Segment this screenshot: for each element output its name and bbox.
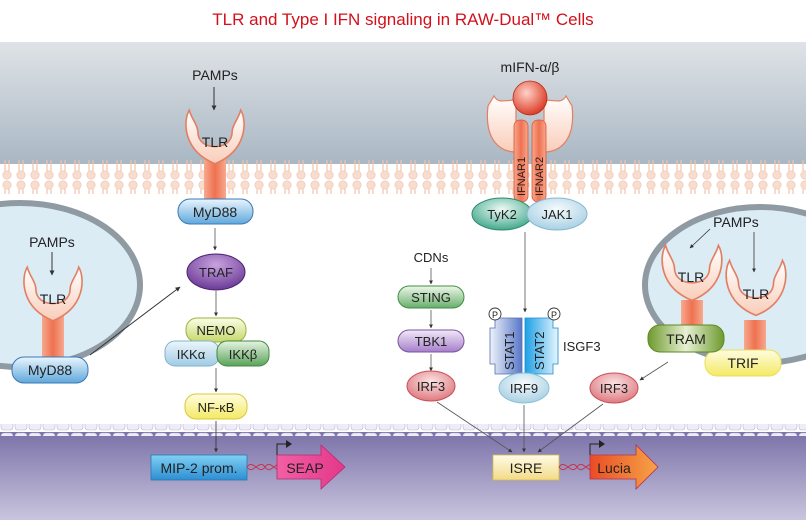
svg-text:TRIF: TRIF — [727, 355, 758, 371]
svg-text:Lucia: Lucia — [597, 460, 631, 476]
svg-text:P: P — [492, 310, 498, 320]
irf9: IRF9 — [498, 372, 550, 404]
svg-text:IFNAR2: IFNAR2 — [534, 157, 546, 196]
tram: TRAM — [647, 324, 725, 353]
svg-text:IFNAR1: IFNAR1 — [516, 157, 528, 196]
seap-gene-arrow — [276, 444, 346, 490]
svg-text:TBK1: TBK1 — [415, 334, 448, 349]
irf3-right-to-isre-arrow — [537, 403, 604, 453]
ikk-alpha: IKKα — [164, 340, 220, 367]
irf3-left-to-isre-arrow — [436, 401, 513, 453]
svg-text:IKKβ: IKKβ — [229, 347, 257, 362]
tram-to-irf3-arrow — [639, 361, 669, 381]
svg-text:JAK1: JAK1 — [541, 207, 572, 222]
ifn-ligand — [512, 80, 548, 116]
svg-text:NEMO: NEMO — [197, 323, 236, 338]
isre-reporter-construct: ISRE Lucia — [492, 440, 659, 490]
nfkb-reporter-construct: MIP-2 prom. SEAP — [150, 440, 346, 490]
dna-helix-right — [558, 463, 595, 471]
svg-text:TLR: TLR — [743, 286, 769, 302]
surface-tlr-label: TLR — [202, 134, 228, 150]
left-endosome-myd88: MyD88 — [11, 356, 89, 384]
lucia-gene-arrow — [589, 444, 659, 490]
nemo: NEMO — [185, 317, 247, 343]
tyk2: TyK2 — [471, 197, 533, 231]
svg-text:MIP-2 prom.: MIP-2 prom. — [160, 460, 237, 476]
transcription-start-icon — [276, 443, 287, 455]
svg-text:TRAF: TRAF — [199, 265, 233, 280]
phospho-stat1-icon: P — [488, 307, 502, 321]
irf3-right: IRF3 — [589, 372, 639, 404]
surface-tlr-receptor: TLR — [185, 109, 245, 200]
tbk1: TBK1 — [397, 329, 465, 353]
ikk-beta: IKKβ — [216, 340, 270, 367]
plasma-membrane — [0, 160, 806, 194]
svg-text:SEAP: SEAP — [286, 460, 323, 476]
diagram-title: TLR and Type I IFN signaling in RAW-Dual… — [212, 10, 594, 29]
phospho-stat2-icon: P — [547, 307, 561, 321]
surface-myd88: MyD88 — [177, 198, 254, 225]
svg-text:IKKα: IKKα — [177, 347, 206, 362]
sting: STING — [397, 285, 465, 309]
ifn-ligand-label: mIFN-α/β — [501, 59, 560, 75]
svg-text:IRF3: IRF3 — [417, 379, 445, 394]
svg-text:STING: STING — [411, 290, 451, 305]
extracellular-space — [0, 42, 806, 164]
left-endosome-tlr: TLR — [23, 266, 83, 367]
trif: TRIF — [704, 349, 782, 377]
svg-text:IRF9: IRF9 — [510, 381, 538, 396]
transcription-start-icon — [589, 443, 600, 455]
stat2-label: STAT2 — [532, 331, 547, 370]
nucleus — [0, 432, 806, 520]
svg-text:TRAM: TRAM — [666, 331, 706, 347]
nuclear-membrane — [0, 424, 806, 436]
svg-text:TLR: TLR — [678, 269, 704, 285]
jak1: JAK1 — [526, 197, 588, 231]
nf-kb: NF-κB — [184, 393, 248, 420]
stat1-label: STAT1 — [502, 331, 517, 370]
irf3-left: IRF3 — [406, 370, 456, 402]
svg-text:MyD88: MyD88 — [28, 362, 73, 378]
mip2-promoter — [150, 454, 248, 481]
svg-text:P: P — [551, 310, 557, 320]
surface-pamps-label: PAMPs — [192, 67, 238, 83]
svg-text:MyD88: MyD88 — [193, 204, 238, 220]
cdns-label: CDNs — [414, 250, 449, 265]
svg-text:TyK2: TyK2 — [487, 207, 517, 222]
isgf3-complex: STAT1 STAT2 P P ISGF3 IRF9 — [488, 307, 601, 404]
svg-text:NF-κB: NF-κB — [198, 400, 235, 415]
endosome-myd88-to-traf-arrow — [89, 286, 181, 356]
right-pamps-arrow-a — [689, 228, 711, 249]
svg-text:IRF3: IRF3 — [600, 381, 628, 396]
left-pamps-label: PAMPs — [29, 234, 75, 250]
svg-text:TLR: TLR — [40, 291, 66, 307]
traf: TRAF — [186, 253, 246, 291]
right-pamps-label: PAMPs — [713, 214, 759, 230]
isgf3-label: ISGF3 — [563, 339, 601, 354]
ifnar-receptor: IFNAR1 IFNAR2 — [486, 80, 574, 203]
svg-text:ISRE: ISRE — [510, 460, 543, 476]
